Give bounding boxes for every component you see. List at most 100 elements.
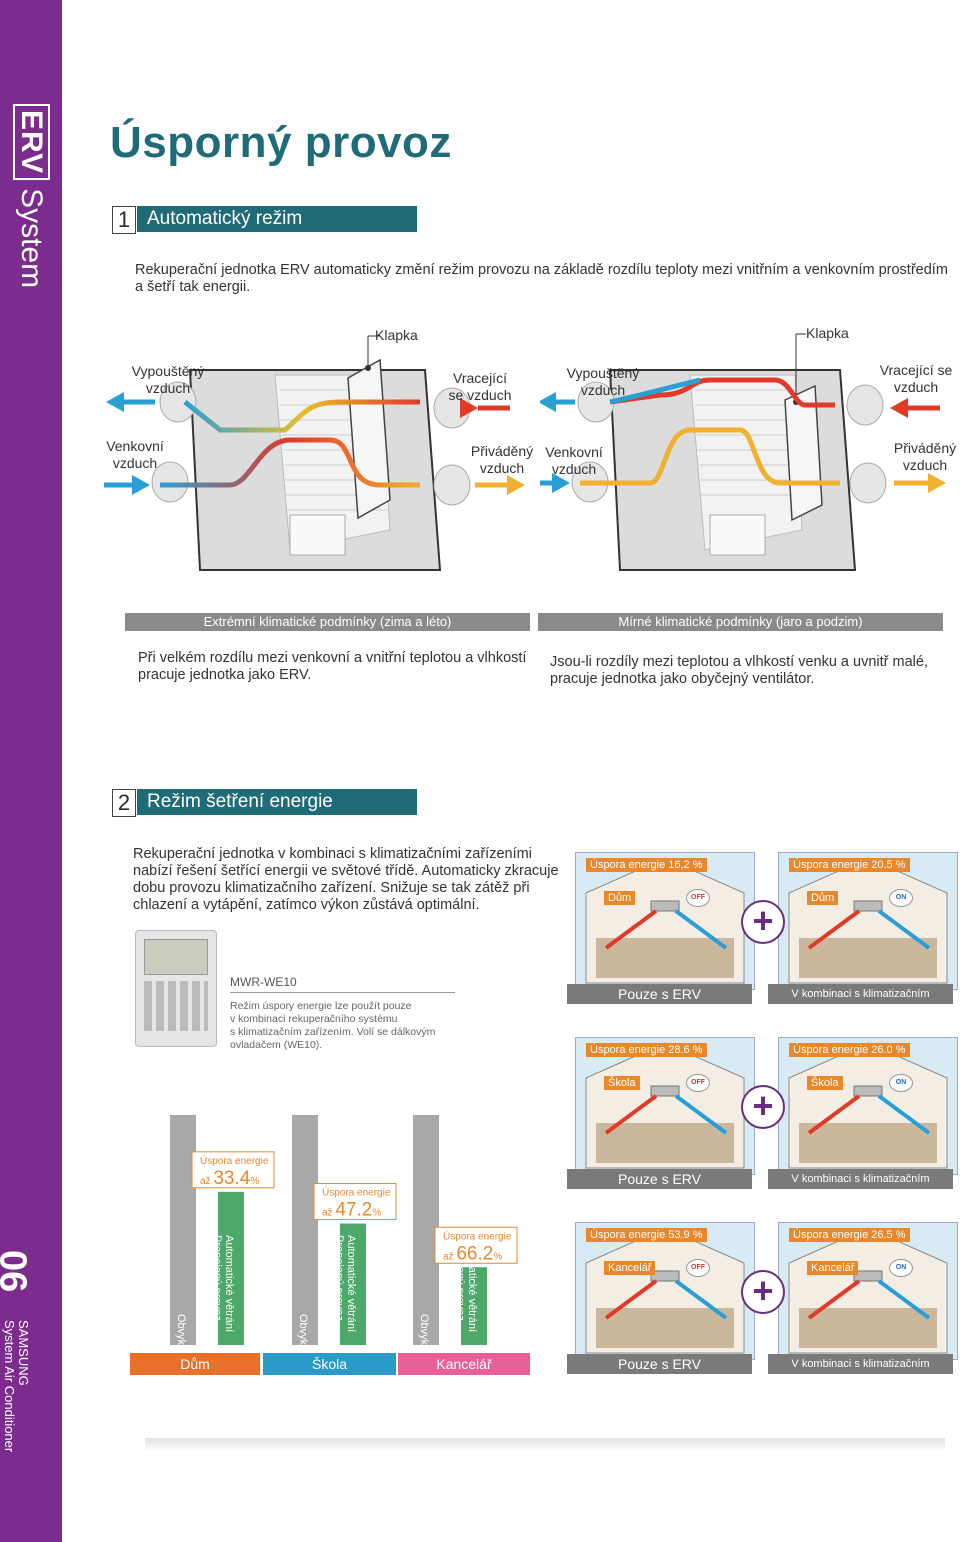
return-arrow <box>460 398 478 418</box>
outdoor-duct <box>151 461 189 503</box>
place-tag: Kancelář <box>604 1261 656 1275</box>
bar-usual <box>170 1115 196 1345</box>
bar-label-linked: Propojený provoz <box>333 1235 345 1321</box>
extreme-description: Při velkém rozdílu mezi venkovní a vnitř… <box>138 650 527 683</box>
exhaust-airflow <box>183 399 420 433</box>
room-illustration <box>585 857 745 984</box>
category-bar <box>398 1353 530 1375</box>
saving-callout-prefix: Úspora energie <box>443 1229 512 1242</box>
return-duct <box>846 384 884 426</box>
erv-diagram-right <box>540 333 946 571</box>
company-tagline: System Air Conditioner <box>2 1320 17 1453</box>
damper-flap <box>784 384 823 522</box>
condition-mild-bar: Mírné klimatické podmínky (jaro a podzim… <box>538 613 943 631</box>
section-1-intro: Rekuperační jednotka ERV automaticky změ… <box>135 262 950 296</box>
state-indicator: OFF <box>686 1074 710 1092</box>
section-2-number: 2 <box>112 789 136 817</box>
saving-callout-value: až 66.2% <box>443 1243 502 1264</box>
saving-callout <box>191 1151 275 1189</box>
state-indicator: ON <box>889 1074 913 1092</box>
section-1-title: Automatický režim <box>137 206 417 232</box>
footer-shadow <box>145 1438 945 1452</box>
section-2-title: Režim šetření energie <box>137 789 417 815</box>
room-panel-left: Úspora energie 53.9 % Kancelář OFF <box>575 1222 755 1360</box>
supply-airflow <box>160 437 420 488</box>
room-illustration <box>585 1042 745 1169</box>
company-name: SAMSUNG <box>16 1320 31 1386</box>
exhaust-arrow <box>106 392 124 412</box>
category-bar <box>130 1353 260 1375</box>
room-panel-right: Úspora energie 20.5 % Dům ON <box>778 852 958 990</box>
caption-erv-only: Pouze s ERV <box>567 984 752 1004</box>
room-panel-right: Úspora energie 26.0 % Škola ON <box>778 1037 958 1175</box>
plus-icon: + <box>741 1270 785 1314</box>
saving-callout-value: až 47.2% <box>322 1200 381 1221</box>
brand-title: ERVSystem <box>13 104 50 289</box>
ceiling-outlet <box>709 514 766 556</box>
bar-automatic <box>218 1191 244 1345</box>
category-label: Dům <box>180 1356 210 1372</box>
exhaust-arrow <box>540 392 556 412</box>
saving-badge: Úspora energie 53.9 % <box>586 1228 707 1242</box>
place-tag: Dům <box>807 891 839 905</box>
supply-duct <box>433 464 471 506</box>
page-number: 06 <box>0 1250 34 1293</box>
saving-badge: Úspora energie 26.5 % <box>789 1228 910 1242</box>
place-tag: Škola <box>807 1076 843 1090</box>
caption-erv-only: Pouze s ERV <box>567 1354 752 1374</box>
klapka-label-right: Klapka <box>806 325 849 341</box>
bar-usual <box>292 1115 318 1345</box>
supply-arrow <box>928 473 946 493</box>
controller-model: MWR-WE10 <box>230 975 297 989</box>
page-title: Úsporný provoz <box>110 118 452 167</box>
category-bar <box>263 1353 396 1375</box>
saving-callout-value: až 33.4% <box>200 1168 259 1189</box>
place-tag: Škola <box>604 1076 640 1090</box>
room-illustration <box>788 1042 948 1169</box>
state-indicator: OFF <box>686 1259 710 1277</box>
caption-erv-only: Pouze s ERV <box>567 1169 752 1189</box>
place-tag: Dům <box>604 891 636 905</box>
heat-exchanger-core <box>689 374 803 551</box>
room-illustration <box>788 1227 948 1354</box>
bar-label-automatic: Automatické větrání <box>223 1235 235 1332</box>
outdoor-arrow <box>132 475 150 495</box>
bar-automatic <box>340 1223 366 1345</box>
saving-callout <box>313 1183 397 1221</box>
bar-automatic <box>461 1267 487 1345</box>
place-tag: Kancelář <box>807 1261 859 1275</box>
erv-diagram-left <box>104 335 525 571</box>
plus-icon: + <box>741 900 785 944</box>
controller-buttons <box>144 981 208 1031</box>
category-label: Kancelář <box>436 1356 492 1372</box>
remote-controller <box>135 930 217 1047</box>
supply-airflow <box>580 427 840 486</box>
company-block: SAMSUNG System Air Conditioner <box>2 1320 31 1453</box>
state-indicator: OFF <box>686 889 710 907</box>
caption-with-ac: V kombinaci s klimatizačním zařízením <box>768 1354 953 1390</box>
bar-label-usual: Obvyklé <box>418 1314 430 1354</box>
saving-badge: Úspora energie 20.5 % <box>789 858 910 872</box>
bar-label-automatic: Automatické větrání <box>345 1235 357 1332</box>
caption-with-ac: V kombinaci s klimatizačním zařízením <box>768 984 953 1020</box>
supply-duct <box>849 462 887 504</box>
exhaust-duct <box>159 381 197 423</box>
sidebar: ERVSystem 06 SAMSUNG System Air Conditio… <box>0 0 62 1542</box>
room-illustration <box>585 1227 745 1354</box>
saving-callout-prefix: Úspora energie <box>322 1186 391 1199</box>
state-indicator: ON <box>889 889 913 907</box>
condition-extreme-bar: Extrémní klimatické podmínky (zima a lét… <box>125 613 530 631</box>
system-label: System <box>15 188 48 289</box>
ceiling-outlet <box>289 514 346 556</box>
saving-callout <box>434 1226 518 1264</box>
saving-badge: Úspora energie 26.0 % <box>789 1043 910 1057</box>
